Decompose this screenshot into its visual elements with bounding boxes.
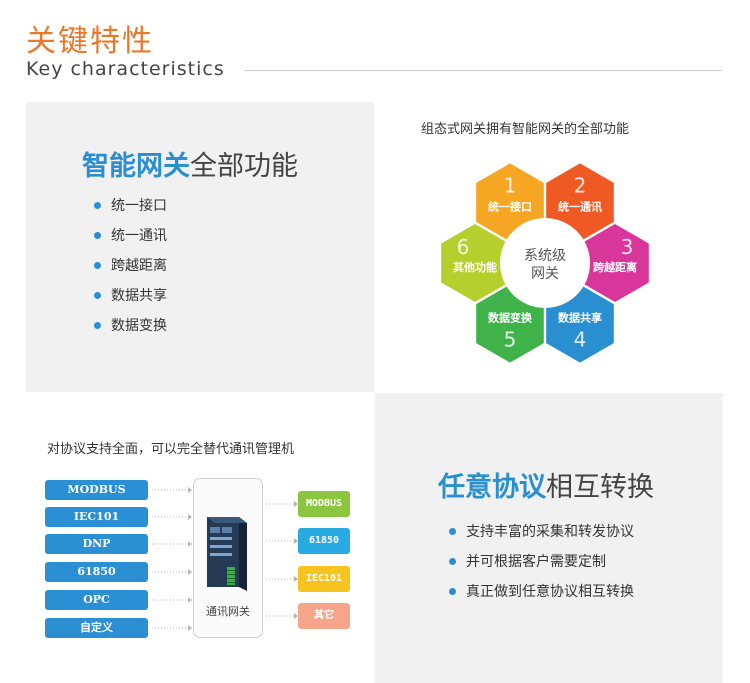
protocol-input-61850: 61850 bbox=[45, 562, 148, 582]
protocol-input-opc: OPC bbox=[45, 590, 148, 610]
hex-center-line2: 网关 bbox=[531, 266, 559, 282]
protocol-diagram-caption: 对协议支持全面，可以完全替代通讯管理机 bbox=[47, 442, 295, 457]
protocol-output-other: 其它 bbox=[298, 603, 350, 629]
hex-center-circle bbox=[500, 218, 590, 308]
hex-cell-number: 2 bbox=[574, 173, 587, 197]
gateway-device-label: 通讯网关 bbox=[206, 605, 250, 618]
protocol-feature-heading: 任意协议相互转换 bbox=[438, 465, 654, 504]
hex-cell-label: 跨越距离 bbox=[593, 260, 637, 274]
gateway-feature-heading: 智能网关全部功能 bbox=[82, 144, 298, 183]
hexagon-shape bbox=[441, 224, 509, 302]
protocol-input-modbus: MODBUS bbox=[45, 480, 148, 500]
protocol-output-modbus: MODBUS bbox=[298, 491, 350, 517]
hex-cell-number: 3 bbox=[621, 235, 634, 259]
bullet-icon bbox=[449, 528, 456, 535]
protocol-heading-rest: 相互转换 bbox=[546, 472, 654, 503]
hex-cell-label: 统一通讯 bbox=[558, 199, 602, 213]
bullet-icon bbox=[94, 262, 101, 269]
protocol-heading-highlight: 任意协议 bbox=[438, 472, 546, 503]
hex-cell-number: 6 bbox=[457, 235, 470, 259]
hex-cell-number: 1 bbox=[504, 173, 517, 197]
list-item: 数据变换 bbox=[94, 311, 167, 341]
title-divider bbox=[244, 70, 722, 71]
hex-diagram-caption: 组态式网关拥有智能网关的全部功能 bbox=[421, 122, 630, 137]
section-title-en: Key characteristics bbox=[26, 58, 225, 80]
section-title-cn: 关键特性 bbox=[26, 24, 154, 59]
bullet-icon bbox=[94, 292, 101, 299]
list-item: 真正做到任意协议相互转换 bbox=[449, 577, 634, 607]
hexagon-shape bbox=[581, 224, 649, 302]
list-item: 数据共享 bbox=[94, 281, 167, 311]
gateway-heading-highlight: 智能网关 bbox=[82, 151, 190, 182]
hex-center-line1: 系统级 bbox=[524, 248, 566, 264]
protocol-feature-panel: 任意协议相互转换 支持丰富的采集和转发协议 并可根据客户需要定制 真正做到任意协… bbox=[375, 393, 723, 683]
list-item: 统一通讯 bbox=[94, 221, 167, 251]
protocol-output-61850: 61850 bbox=[298, 528, 350, 554]
hex-cell-label: 其他功能 bbox=[453, 260, 497, 274]
gateway-feature-panel: 智能网关全部功能 统一接口 统一通讯 跨越距离 数据共享 数据变换 bbox=[26, 102, 374, 392]
bullet-icon bbox=[449, 588, 456, 595]
gateway-device-icon bbox=[207, 517, 247, 591]
gateway-device-box bbox=[193, 478, 263, 638]
protocol-input-dnp: DNP bbox=[45, 534, 148, 554]
hex-cell-label: 数据变换 bbox=[488, 311, 533, 325]
list-item: 统一接口 bbox=[94, 191, 167, 221]
protocol-input-custom: 自定义 bbox=[45, 618, 148, 638]
hex-cell-label: 数据共享 bbox=[558, 311, 602, 325]
list-item: 支持丰富的采集和转发协议 bbox=[449, 517, 634, 547]
hex-cell-label: 统一接口 bbox=[488, 199, 532, 213]
gateway-heading-rest: 全部功能 bbox=[190, 151, 298, 182]
list-item: 跨越距离 bbox=[94, 251, 167, 281]
protocol-input-iec101: IEC101 bbox=[45, 507, 148, 527]
bullet-icon bbox=[449, 558, 456, 565]
bullet-icon bbox=[94, 202, 101, 209]
bullet-icon bbox=[94, 322, 101, 329]
hex-cell-number: 5 bbox=[504, 328, 517, 352]
gateway-feature-list: 统一接口 统一通讯 跨越距离 数据共享 数据变换 bbox=[94, 191, 167, 341]
hex-cell-number: 4 bbox=[574, 328, 587, 352]
bullet-icon bbox=[94, 232, 101, 239]
protocol-feature-list: 支持丰富的采集和转发协议 并可根据客户需要定制 真正做到任意协议相互转换 bbox=[449, 517, 634, 607]
protocol-output-iec101: IEC101 bbox=[298, 566, 350, 592]
list-item: 并可根据客户需要定制 bbox=[449, 547, 634, 577]
